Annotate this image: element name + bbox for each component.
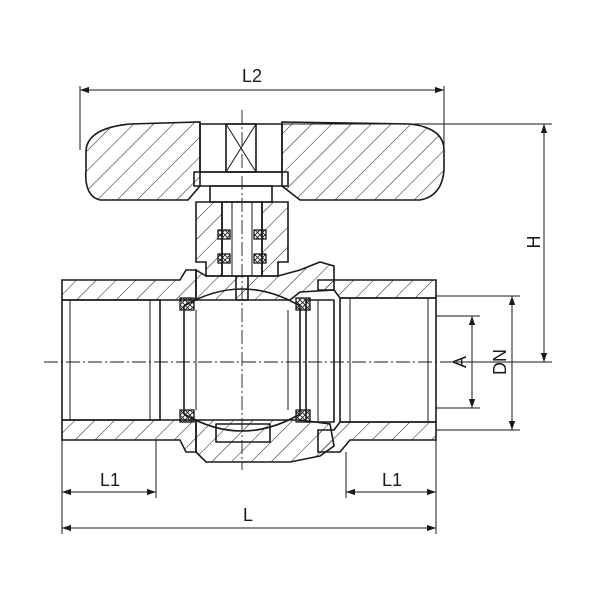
label-h: H (524, 236, 544, 249)
dimension-l1-right: L1 (345, 440, 437, 534)
valve-body (61, 261, 437, 463)
handle (84, 121, 445, 203)
dimension-a: A (436, 315, 480, 409)
dimension-l1-left: L1 (61, 440, 157, 534)
label-l1-left: L1 (100, 470, 120, 490)
dimension-l: L (62, 505, 436, 532)
label-l: L (243, 505, 253, 525)
dimension-l2: L2 (79, 66, 445, 150)
dimension-dn: DN (436, 295, 520, 431)
label-a: A (450, 356, 470, 368)
center-lines (44, 110, 456, 470)
label-l1-right: L1 (382, 470, 402, 490)
label-l2: L2 (242, 66, 262, 86)
label-dn: DN (490, 349, 510, 375)
stem (195, 201, 289, 301)
